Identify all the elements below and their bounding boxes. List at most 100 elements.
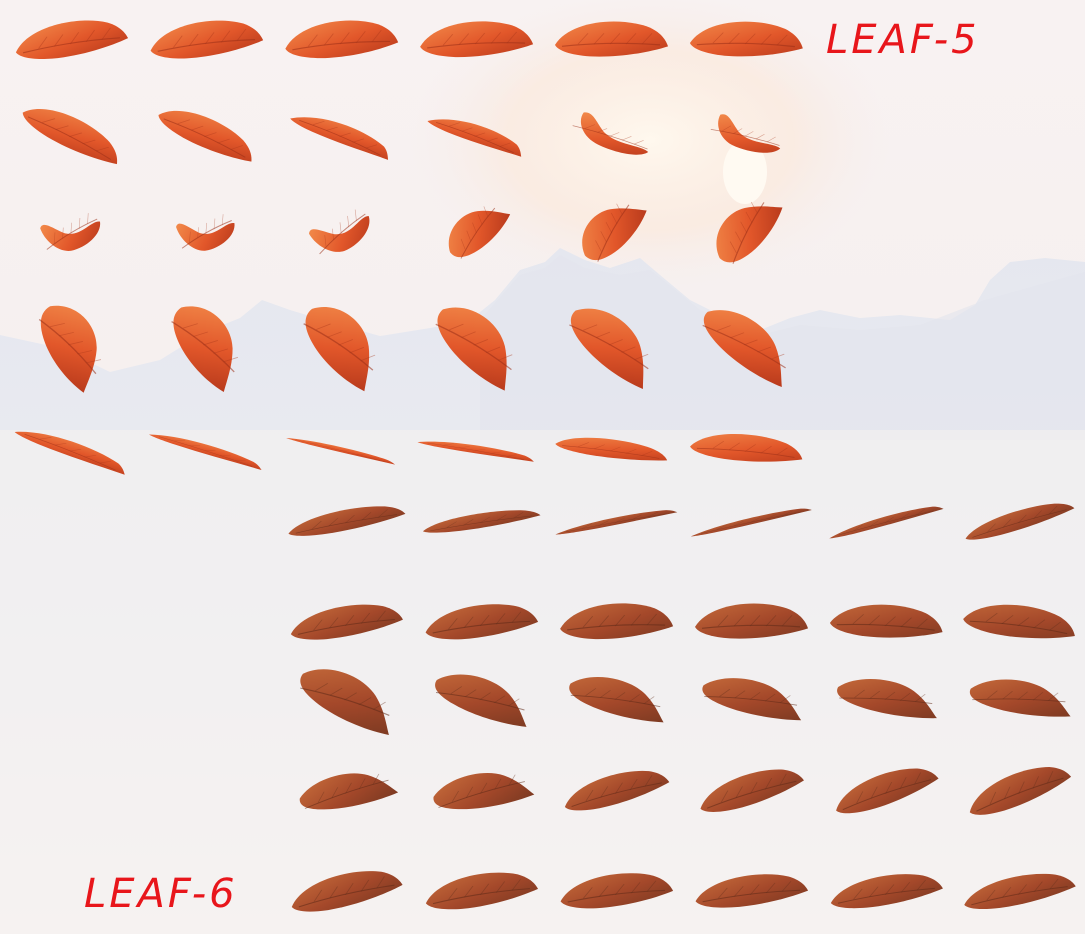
- autumn-leaf-icon: [420, 21, 534, 58]
- leaf-vein: [436, 691, 525, 711]
- leaf-vein: [734, 690, 746, 699]
- leaf-vein: [376, 610, 386, 622]
- leaf-vein: [236, 28, 247, 41]
- leaf-vein: [511, 879, 521, 891]
- leaf-vein: [630, 882, 641, 894]
- leaf-vein: [42, 118, 56, 123]
- leaf-vein: [720, 790, 729, 803]
- leaf-sprite: [176, 214, 235, 251]
- leaf-vein: [633, 140, 644, 145]
- leaf-vein: [432, 620, 531, 634]
- leaf-vein: [347, 215, 350, 228]
- leaf-vein: [1002, 691, 1013, 700]
- leaf-vein: [885, 781, 893, 794]
- leaf-vein: [295, 514, 398, 534]
- autumn-leaf-icon: [703, 310, 782, 388]
- leaf-vein: [442, 443, 455, 446]
- leaf-sprite: [448, 206, 511, 259]
- autumn-leaf-icon: [829, 604, 943, 638]
- leaf-vein: [311, 521, 322, 530]
- leaf-vein: [728, 32, 740, 44]
- leaf-vein: [582, 887, 593, 899]
- leaf-vein: [310, 442, 321, 444]
- leaf-sprite: [290, 604, 403, 640]
- leaf-sprite: [435, 307, 513, 391]
- leaf-vein: [1003, 786, 1011, 800]
- leaf-vein: [352, 138, 365, 143]
- leaf-vein: [506, 31, 518, 44]
- leaf-vein: [53, 232, 56, 244]
- leaf-vein: [369, 457, 380, 459]
- leaf-vein: [307, 34, 318, 47]
- autumn-leaf-icon: [716, 206, 783, 263]
- autumn-leaf-icon: [290, 604, 403, 640]
- autumn-leaf-icon: [40, 305, 97, 393]
- leaf-vein: [884, 516, 895, 523]
- leaf-sprite: [569, 677, 664, 723]
- leaf-vein: [82, 139, 96, 145]
- leaf-vein: [598, 885, 609, 897]
- leaf-vein: [853, 888, 863, 900]
- leaf-vein: [852, 614, 865, 625]
- autumn-leaf-icon: [965, 503, 1075, 540]
- leaf-vein: [719, 688, 731, 697]
- leaf-vein: [755, 133, 765, 140]
- leaf-vein: [733, 615, 745, 627]
- leaf-sprite: [285, 20, 399, 59]
- sun-disc: [723, 140, 767, 204]
- leaf-vein: [1017, 884, 1028, 895]
- autumn-leaf-icon: [830, 874, 943, 909]
- leaf-vein: [869, 520, 879, 527]
- leaf-vein: [313, 619, 323, 631]
- leaf-sprite: [837, 679, 937, 719]
- leaf-sprite: [38, 305, 102, 393]
- leaf-vein: [446, 521, 458, 528]
- leaf-vein: [328, 617, 339, 629]
- leaf-vein: [1002, 887, 1012, 898]
- autumn-leaf-icon: [422, 510, 541, 533]
- leaf-vein: [605, 221, 613, 234]
- leaf-vein: [299, 119, 381, 156]
- leaf-vein: [750, 782, 758, 794]
- leaf-vein: [177, 119, 191, 125]
- autumn-leaf-icon: [964, 873, 1076, 910]
- autumn-leaf-icon: [448, 210, 511, 258]
- leaf-vein: [839, 697, 933, 704]
- mountain-shadow: [480, 255, 1085, 440]
- leaf-vein: [203, 340, 218, 346]
- leaf-vein: [432, 888, 530, 905]
- leaf-vein: [764, 777, 773, 790]
- leaf-sprite: [695, 603, 808, 639]
- leaf-vein: [868, 886, 879, 898]
- leaf-vein: [567, 624, 666, 631]
- leaf-vein: [729, 241, 737, 253]
- leaf-vein: [595, 240, 602, 252]
- autumn-leaf-icon: [425, 872, 538, 910]
- leaf-vein: [733, 521, 744, 527]
- leaf-vein: [562, 445, 660, 459]
- leaf-vein: [466, 230, 472, 242]
- leaf-vein: [496, 514, 507, 521]
- leaf-vein: [585, 688, 597, 696]
- leaf-sprite: [171, 306, 239, 393]
- leaf-vein: [854, 689, 865, 698]
- leaf-vein: [508, 698, 520, 707]
- leaf-vein: [495, 613, 506, 625]
- leaf-vein: [744, 444, 757, 452]
- leaf-vein: [313, 889, 323, 902]
- leaf-vein: [460, 238, 466, 250]
- leaf-sprite: [427, 119, 522, 157]
- leaf-vein: [479, 614, 490, 627]
- autumn-leaf-icon: [150, 20, 264, 59]
- autumn-leaf-icon: [291, 871, 403, 912]
- leaf-vein: [900, 617, 912, 628]
- leaf-vein: [213, 218, 216, 230]
- leaf-vein: [646, 880, 657, 892]
- leaf-vein: [643, 696, 655, 705]
- leaf-vein: [483, 206, 489, 217]
- leaf-vein: [463, 519, 474, 526]
- leaf-vein: [743, 339, 758, 346]
- autumn-leaf-icon: [969, 766, 1072, 815]
- leaf-vein: [700, 511, 802, 534]
